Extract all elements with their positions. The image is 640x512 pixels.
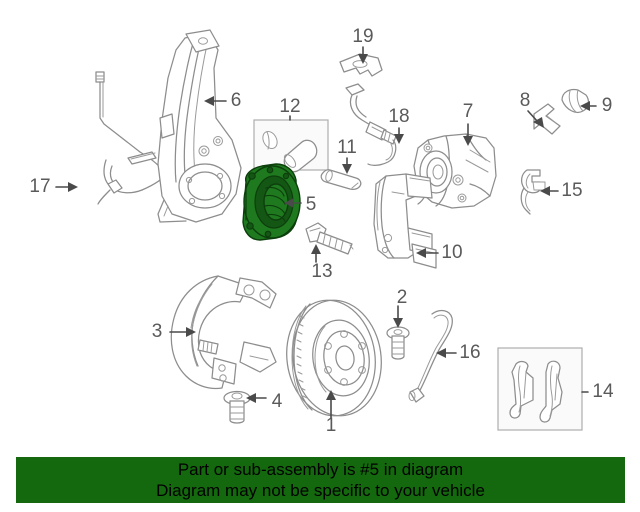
part-bleeder-cap [561, 88, 590, 113]
part-abs-speed-sensor [95, 71, 169, 205]
callout-number-7: 7 [463, 101, 474, 122]
callout-number-12: 12 [279, 96, 300, 117]
callout-number-2: 2 [397, 287, 408, 308]
callout-number-16: 16 [459, 342, 480, 363]
part-shield-bolt [223, 390, 251, 424]
part-steering-knuckle [157, 29, 242, 223]
part-brake-rotor [286, 299, 382, 417]
callout-number-19: 19 [352, 26, 373, 47]
notice-line-primary: Part or sub-assembly is #5 in diagram [177, 460, 464, 479]
notice-line-secondary: Diagram may not be specific to your vehi… [156, 481, 485, 500]
callout-number-10: 10 [441, 242, 462, 263]
part-bleeder-screw [533, 103, 561, 135]
callout-number-15: 15 [561, 180, 582, 201]
callout-number-8: 8 [520, 90, 531, 111]
part-brake-hose-fitting [345, 83, 397, 166]
callout-number-9: 9 [602, 95, 613, 116]
callout-number-14: 14 [592, 381, 614, 402]
part-brake-wear-sensor [408, 309, 453, 403]
callout-number-labels: 1 2 3 4 5 6 7 8 9 10 11 12 13 14 15 16 1… [29, 26, 614, 436]
callout-number-1: 1 [326, 415, 337, 436]
callout-leaders [55, 46, 597, 419]
part-notice-banner: Part or sub-assembly is #5 in diagram Di… [16, 457, 625, 503]
part-brake-dust-shield [170, 275, 277, 390]
callout-number-17: 17 [29, 176, 50, 197]
callout-number-18: 18 [388, 106, 409, 127]
part-hose-bracket-clip [339, 53, 383, 77]
part-pad-retaining-spring [520, 169, 546, 215]
part-caliper-bracket [373, 173, 437, 269]
callout-number-5: 5 [306, 194, 317, 215]
part-rotor-set-screw [386, 326, 410, 360]
callout-number-6: 6 [231, 90, 242, 111]
part-wheel-hub-bearing-highlighted [242, 163, 301, 241]
part-bushing-kit-box [253, 119, 329, 173]
part-caliper-bolt [305, 222, 354, 255]
part-brake-pad-set-box [497, 347, 583, 431]
callout-number-13: 13 [311, 261, 332, 282]
callout-number-11: 11 [337, 137, 357, 158]
callout-number-3: 3 [152, 321, 163, 342]
part-caliper-guide-pin [320, 169, 362, 190]
callout-number-4: 4 [272, 391, 283, 412]
